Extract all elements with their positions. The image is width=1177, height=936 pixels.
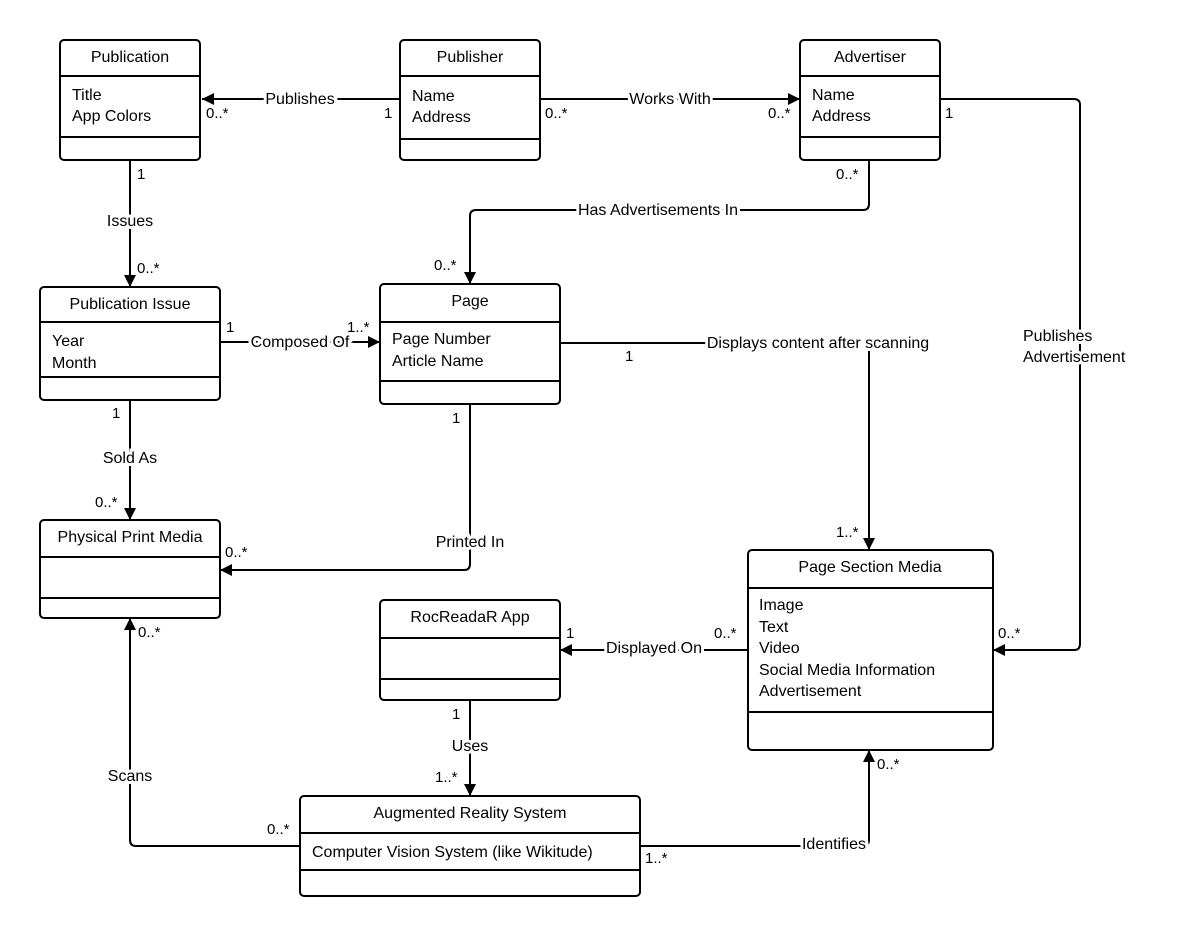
- assoc-label-issues: Issues: [107, 213, 153, 230]
- class-name-page-section-media: Page Section Media: [798, 559, 941, 576]
- class-page-section-media[interactable]: [747, 549, 994, 751]
- mult-scans-from: 0..*: [267, 821, 290, 838]
- attr-psm-social: Social Media Information: [759, 662, 935, 679]
- mult-has-ads-from: 0..*: [836, 166, 859, 183]
- attr-advertiser-address: Address: [812, 108, 871, 125]
- assoc-label-displays-content: Displays content after scanning: [707, 335, 929, 352]
- attr-page-article-name: Article Name: [392, 353, 484, 370]
- mult-composed-to: 1..*: [347, 319, 370, 336]
- mult-issues-from: 1: [137, 166, 145, 183]
- class-page[interactable]: [379, 283, 561, 405]
- attr-issue-month: Month: [52, 355, 96, 372]
- attr-publisher-name: Name: [412, 88, 455, 105]
- class-name-publication: Publication: [91, 49, 169, 66]
- attr-page-number: Page Number: [392, 331, 491, 348]
- mult-printed-to: 0..*: [225, 544, 248, 561]
- class-publication-issue[interactable]: [39, 286, 221, 401]
- assoc-label-identifies: Identifies: [802, 836, 866, 853]
- mult-publishes-to: 0..*: [206, 105, 229, 122]
- attr-advertiser-name: Name: [812, 87, 855, 104]
- assoc-label-scans: Scans: [108, 768, 152, 785]
- attr-issue-year: Year: [52, 333, 85, 350]
- assoc-label-displayed-on: Displayed On: [606, 640, 702, 657]
- attr-ar-cv-system: Computer Vision System (like Wikitude): [312, 844, 593, 861]
- attr-publication-title: Title: [72, 87, 102, 104]
- mult-sold-as-to: 0..*: [95, 494, 118, 511]
- mult-works-with-to: 0..*: [768, 105, 791, 122]
- class-publication[interactable]: [59, 39, 201, 161]
- attr-psm-image: Image: [759, 597, 804, 614]
- mult-uses-to: 1..*: [435, 769, 458, 786]
- mult-scans-to: 0..*: [138, 624, 161, 641]
- mult-displays-to: 1..*: [836, 524, 859, 541]
- mult-identifies-from: 1..*: [645, 850, 668, 867]
- mult-uses-from: 1: [452, 706, 460, 723]
- class-name-physical-print-media: Physical Print Media: [58, 529, 203, 546]
- mult-identifies-to: 0..*: [877, 756, 900, 773]
- mult-publishes-ad-from: 1: [945, 105, 953, 122]
- attr-psm-video: Video: [759, 640, 800, 657]
- class-name-publication-issue: Publication Issue: [70, 296, 191, 313]
- assoc-line-publishes-ad: [940, 98, 1081, 656]
- class-name-publisher: Publisher: [437, 49, 504, 66]
- mult-issues-to: 0..*: [137, 260, 160, 277]
- mult-displays-from: 1: [625, 348, 633, 365]
- mult-printed-from: 1: [452, 410, 460, 427]
- assoc-label-has-ads-in: Has Advertisements In: [578, 202, 738, 219]
- assoc-line-scans: [124, 618, 300, 847]
- class-name-rocreadar-app: RocReadaR App: [410, 609, 529, 626]
- mult-works-with-from: 0..*: [545, 105, 568, 122]
- class-name-ar-system: Augmented Reality System: [374, 805, 567, 822]
- mult-publishes-ad-to: 0..*: [998, 625, 1021, 642]
- attr-publisher-address: Address: [412, 109, 471, 126]
- assoc-line-identifies: [640, 750, 875, 847]
- assoc-label-printed-in: Printed In: [436, 534, 504, 551]
- attr-psm-advertisement: Advertisement: [759, 683, 862, 700]
- class-publisher[interactable]: [399, 39, 541, 161]
- assoc-label-works-with: Works With: [629, 91, 710, 108]
- mult-publishes-from: 1: [384, 105, 392, 122]
- class-advertiser[interactable]: [799, 39, 941, 161]
- class-physical-print-media[interactable]: [39, 519, 221, 619]
- mult-sold-as-from: 1: [112, 405, 120, 422]
- mult-has-ads-to: 0..*: [434, 257, 457, 274]
- class-rocreadar-app[interactable]: [379, 599, 561, 701]
- assoc-label-publishes-ad: Publishes Advertisement: [1023, 328, 1126, 366]
- assoc-line-printed-in: [220, 404, 471, 576]
- class-ar-system[interactable]: [299, 795, 641, 897]
- assoc-label-sold-as: Sold As: [103, 450, 157, 467]
- attr-publication-app-colors: App Colors: [72, 108, 151, 125]
- assoc-label-publishes: Publishes: [265, 91, 334, 108]
- mult-displayed-on-from: 0..*: [714, 625, 737, 642]
- mult-displayed-on-to: 1: [566, 625, 574, 642]
- assoc-line-displays-content: [560, 342, 875, 550]
- mult-composed-from: 1: [226, 319, 234, 336]
- assoc-label-uses: Uses: [452, 738, 488, 755]
- class-name-advertiser: Advertiser: [834, 49, 907, 66]
- assoc-label-composed-of: Composed Of: [251, 334, 350, 351]
- attr-psm-text: Text: [759, 619, 789, 636]
- assoc-line-has-ads-in: [464, 160, 870, 284]
- class-name-page: Page: [451, 293, 488, 310]
